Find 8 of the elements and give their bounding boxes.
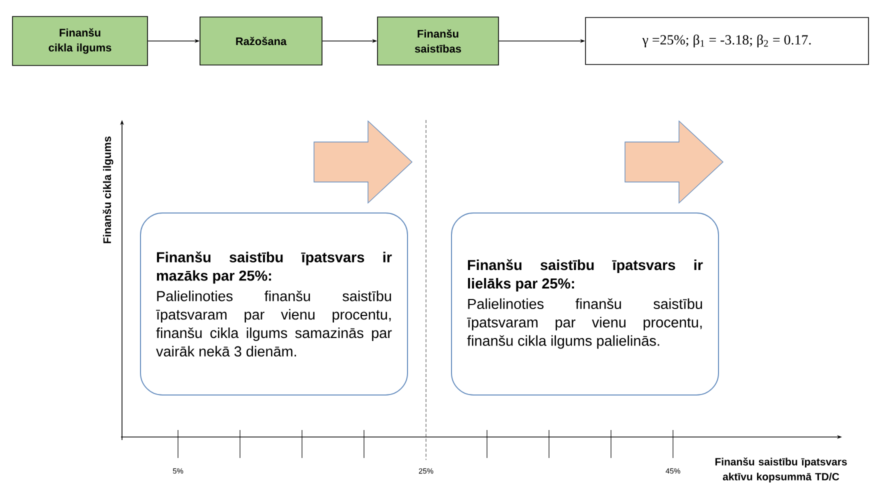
result-box: γ =25%; β$_{1}$ = -3.18; β$_{2}$ = 0.17. xyxy=(585,17,869,65)
rounded-box: Finanšu saistību īpatsvars ir lielāks par 25%: Palielinoties finanšu saistību īpatsvaram par vienu procentu, finanšu cikla ilgums palielinās. xyxy=(451,212,719,396)
process-box: Ražošana xyxy=(200,16,322,66)
process-box: Finanšu cikla ilgums xyxy=(12,16,148,66)
axis-title: Finanšu saistību īpatsvars aktīvu kopsummā TD/C xyxy=(715,458,847,482)
process-box: Finanšu saistības xyxy=(377,16,499,66)
rounded-box: Finanšu saistību īpatsvars ir mazāks par 25%: Palielinoties finanšu saistību īpatsvaram par vienu procentu, finanšu cikla ilgums samazinās par vairāk nekā 3 dienām. xyxy=(140,212,408,396)
axis-title: Finanšu cikla ilgums xyxy=(102,136,114,244)
